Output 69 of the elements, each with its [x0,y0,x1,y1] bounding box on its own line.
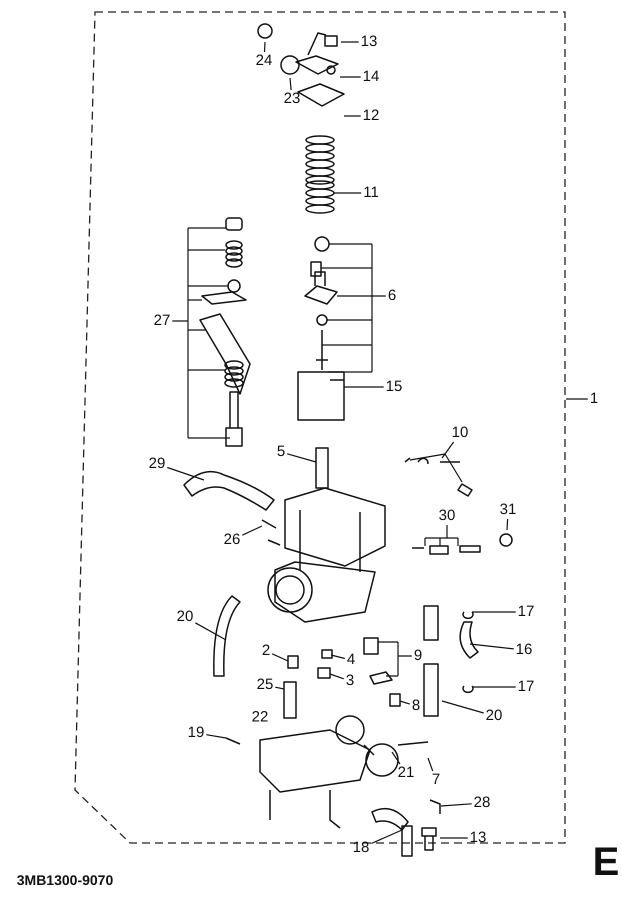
callout-number: 21 [398,765,414,781]
callout-number: 11 [363,185,379,201]
leader-line [377,641,412,677]
callout-number: 3 [346,673,354,689]
callout-number: 28 [474,795,490,811]
leader-line [289,78,292,90]
leader-line [341,41,359,43]
leader-line [427,758,434,772]
leader-line [440,837,468,839]
leader-line [472,611,516,613]
callout-number: 6 [388,288,396,304]
callout-number: 4 [346,652,356,668]
leader-line [470,643,514,650]
callout-number: 2 [262,643,270,659]
leader-line [440,803,472,807]
callout-number: 25 [256,677,274,693]
callout-number: 13 [360,34,378,50]
leader-line [506,518,508,530]
callout-number: 18 [352,840,370,856]
callout-number: 5 [276,444,286,460]
leader-line [275,686,284,690]
leader-line [371,829,402,844]
leader-line [320,243,386,373]
part-number: 3MB1300-9070 [16,872,114,888]
callout-number: 16 [516,642,532,658]
callout-number: 1 [590,391,598,407]
callout-number: 12 [362,108,380,124]
leader-line [340,76,361,78]
callout-number: 15 [386,379,402,395]
callout-number: 26 [224,532,240,548]
callout-number: 17 [518,604,534,620]
callout-number: 30 [438,508,456,524]
leader-line [330,673,344,680]
callout-number: 23 [284,91,300,107]
leader-line [424,524,459,547]
leader-line [392,752,400,764]
callout-number: 17 [518,679,534,695]
leader-line [206,734,226,739]
page-letter: E [592,841,620,883]
callout-number: 8 [412,698,420,714]
leader-line [344,386,384,388]
callout-number: 20 [176,609,194,625]
leader-line [400,700,410,705]
callout-number: 13 [470,830,486,846]
callout-number: 31 [500,502,516,518]
callout-number: 24 [256,53,272,69]
callout-number: 22 [252,708,268,726]
callout-number: 29 [148,456,166,472]
leader-line [167,466,204,481]
callout-number: 10 [452,425,468,441]
leader-line [195,622,226,641]
leader-line [566,398,588,400]
leader-line [330,654,345,660]
leader-line [334,192,362,194]
callout-number: 20 [486,708,502,724]
callout-number: 7 [432,772,440,788]
leader-line [242,525,262,536]
callout-number: 27 [154,313,170,329]
callout-number: 19 [188,725,204,741]
callout-number: 9 [414,648,422,664]
leader-line [172,227,231,439]
leader-line [442,700,484,714]
leader-line [264,42,266,52]
leader-line [472,686,516,688]
leader-line [272,653,288,662]
leader-line [344,115,361,117]
callout-number: 14 [362,69,380,85]
leader-line [409,441,463,483]
leader-line [287,453,316,463]
